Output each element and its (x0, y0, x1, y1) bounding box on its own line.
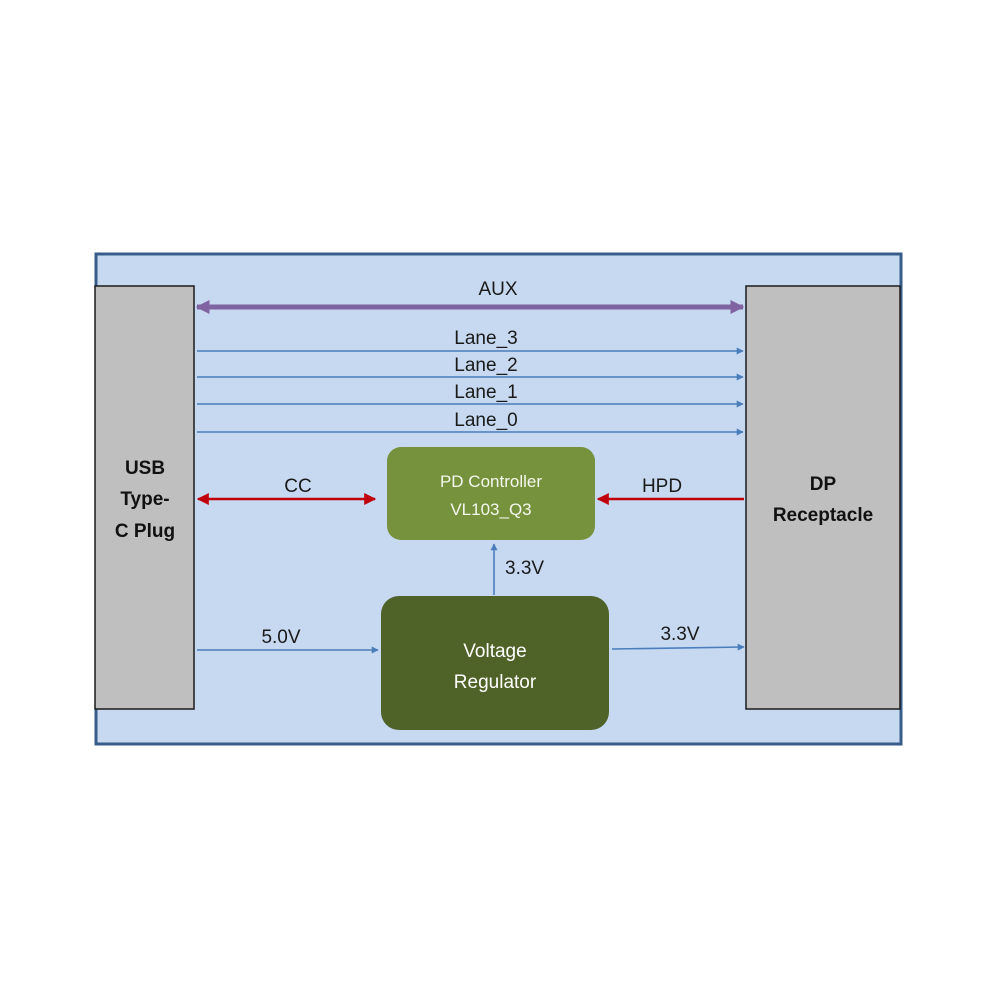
dp-label-line2: Receptacle (773, 505, 873, 526)
vreg-label-line1: Voltage (463, 641, 526, 662)
lane2-label: Lane_2 (454, 355, 517, 376)
vreg-label-line2: Regulator (454, 672, 537, 693)
dp-receptacle-block (745, 285, 901, 710)
usb-label-line1: USB (125, 458, 165, 479)
cc-label: CC (284, 476, 311, 497)
pd-controller-block (387, 447, 595, 540)
pd-label-line2: VL103_Q3 (450, 500, 531, 519)
v-dp-label: 3.3V (660, 624, 699, 645)
v-pd-label: 3.3V (505, 558, 544, 579)
vreg-to-dp-arrow (611, 643, 745, 651)
lane3-label: Lane_3 (454, 328, 517, 349)
lane0-label: Lane_0 (454, 410, 517, 431)
aux-label: AUX (478, 279, 517, 300)
hpd-label: HPD (642, 476, 682, 497)
v-in-label: 5.0V (261, 627, 300, 648)
dp-label-line1: DP (810, 474, 837, 495)
voltage-regulator-block (381, 596, 609, 730)
usb-label-line3: C Plug (115, 521, 175, 542)
pd-label-line1: PD Controller (440, 472, 542, 491)
usb-label-line2: Type- (120, 489, 169, 510)
usb-typec-plug-block (94, 285, 195, 710)
lane1-label: Lane_1 (454, 382, 517, 403)
